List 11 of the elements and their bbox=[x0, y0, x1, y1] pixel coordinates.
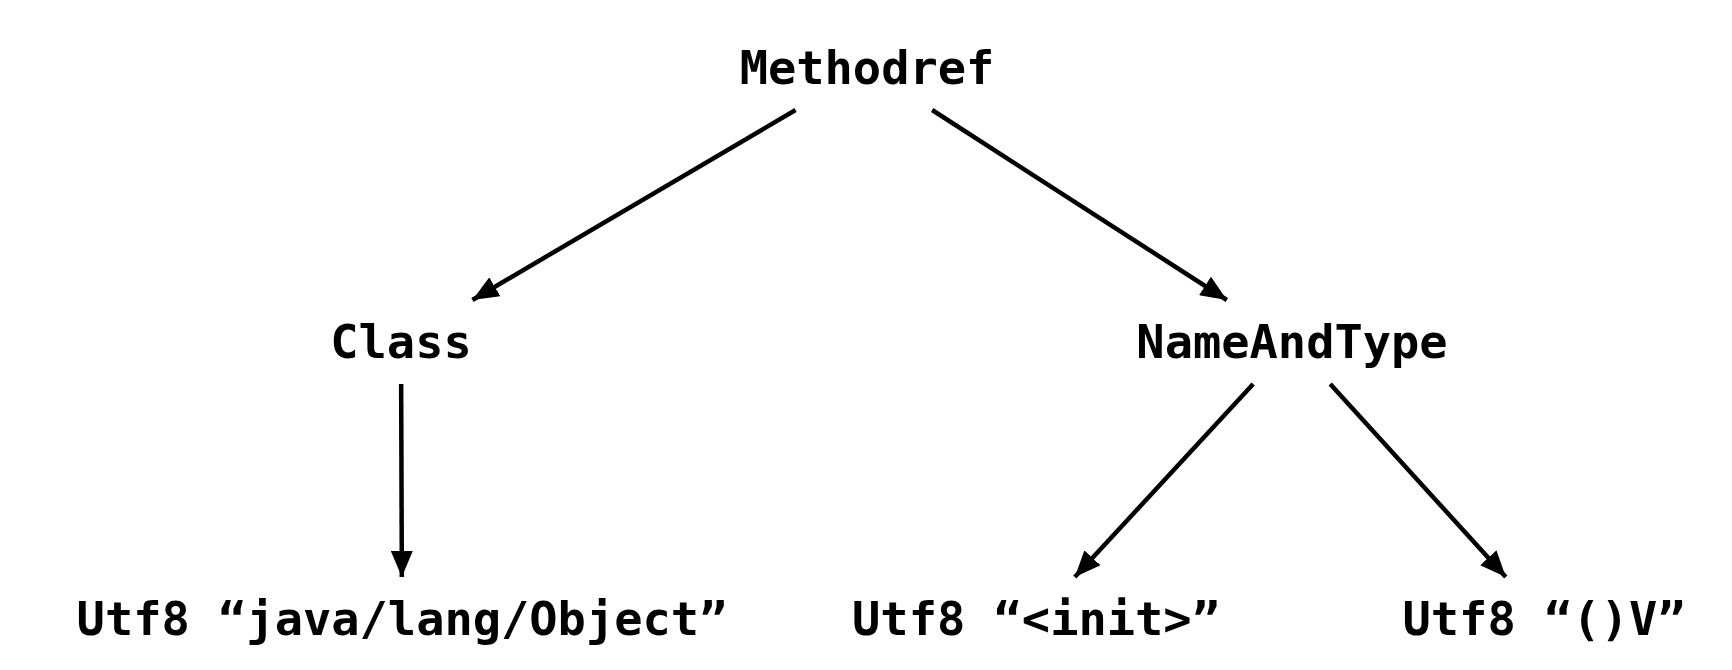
node-label: Utf8 “<init>” bbox=[848, 577, 1224, 661]
arrow bbox=[471, 108, 797, 302]
node-label: NameAndType bbox=[1132, 300, 1452, 384]
arrow bbox=[390, 384, 413, 577]
arrow bbox=[1328, 382, 1508, 579]
node-label: Class bbox=[326, 300, 476, 384]
node-label: Utf8 “()V” bbox=[1398, 577, 1690, 661]
node-label: Utf8 “java/lang/Object” bbox=[72, 577, 732, 661]
node-label: Methodref bbox=[735, 26, 999, 110]
arrow bbox=[1073, 382, 1255, 579]
arrow bbox=[930, 108, 1229, 302]
